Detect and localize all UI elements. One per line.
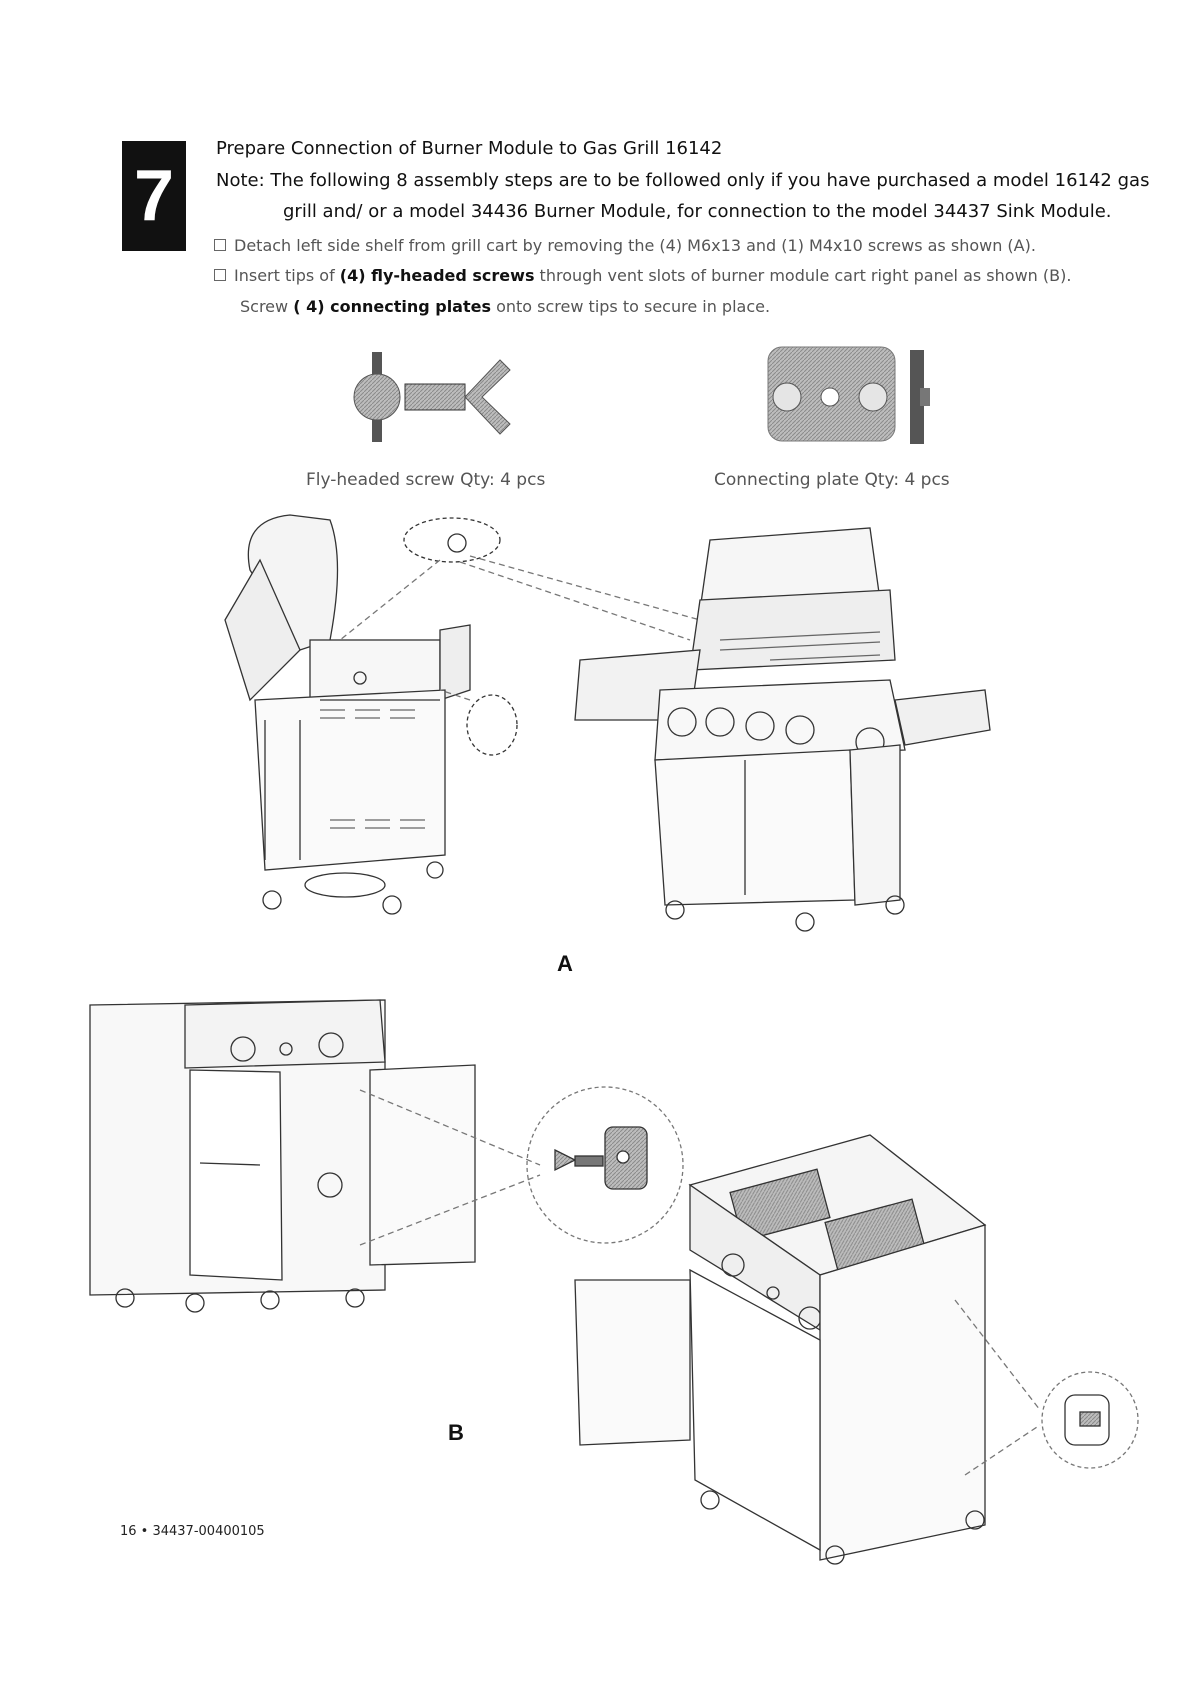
figure-label-a: A xyxy=(557,951,573,976)
instruction-3-bold: ( 4) connecting plates xyxy=(293,297,491,316)
checkbox-icon xyxy=(214,269,226,281)
step-number: 7 xyxy=(133,156,175,236)
instruction-2-pre: Insert tips of xyxy=(234,266,340,285)
figure-a-grill-side xyxy=(224,514,701,915)
step-title: Prepare Connection of Burner Module to G… xyxy=(216,138,723,159)
figure-b-cart-right xyxy=(574,1134,1139,1565)
page-footer: 16 • 34437-00400105 xyxy=(120,1524,265,1539)
step-number-badge: 7 xyxy=(122,141,186,251)
figure-label-b: B xyxy=(448,1420,464,1445)
instruction-3-post: onto screw tips to secure in place. xyxy=(491,297,771,316)
part-caption-connecting-plate: Connecting plate Qty: 4 pcs xyxy=(714,470,950,490)
instruction-item-3: Screw ( 4) connecting plates onto screw … xyxy=(240,297,770,316)
instruction-2-post: through vent slots of burner module cart… xyxy=(534,266,1072,285)
figure-b-cart-left xyxy=(89,999,541,1313)
part-caption-fly-headed-screw: Fly-headed screw Qty: 4 pcs xyxy=(306,470,546,490)
figure-b-detail xyxy=(526,1086,684,1244)
fly-headed-screw-icon xyxy=(353,352,511,442)
note-line-1: Note: The following 8 assembly steps are… xyxy=(216,170,1150,191)
instruction-3-pre: Screw xyxy=(240,297,294,316)
instruction-item-2: Insert tips of (4) fly-headed screws thr… xyxy=(214,266,1071,285)
figure-a-grill-front xyxy=(574,527,991,932)
instruction-2-bold: (4) fly-headed screws xyxy=(339,266,535,285)
checkbox-icon xyxy=(214,239,226,251)
instruction-item-1: Detach left side shelf from grill cart b… xyxy=(214,236,1036,255)
note-line-2: grill and/ or a model 34436 Burner Modul… xyxy=(283,201,1112,222)
instruction-1-text: Detach left side shelf from grill cart b… xyxy=(234,236,1036,255)
connecting-plate-icon xyxy=(767,346,930,444)
